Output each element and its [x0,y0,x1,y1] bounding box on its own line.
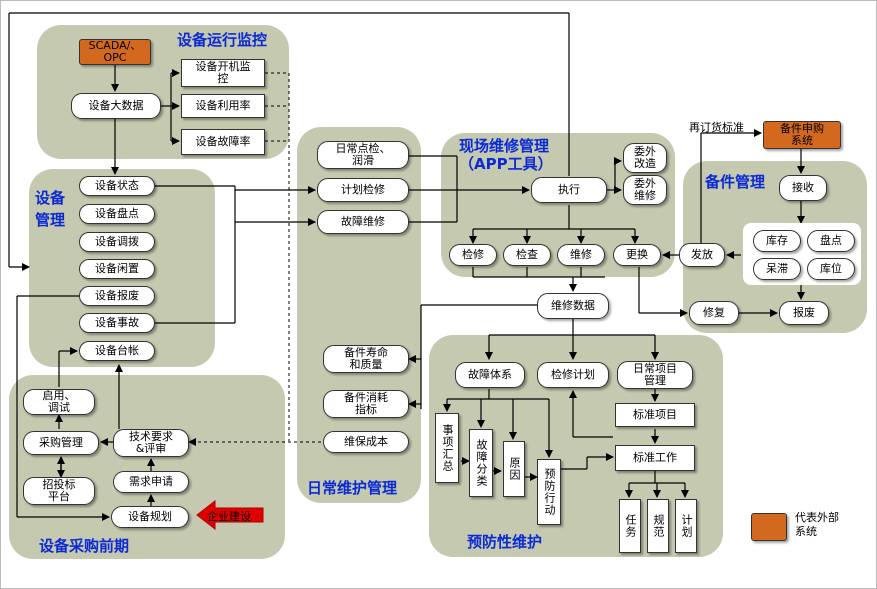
device-transfer-node: 设备调拨 [79,232,155,252]
prev-action-node: 预防行动 [537,459,561,525]
plan-maint-node: 计划检修 [317,178,409,202]
panel-title-field: 现场维修管理 （APP工具） [459,137,553,173]
panel-title-spare: 备件管理 [705,173,766,191]
planning-node: 设备规划 [111,506,189,528]
maint-plan-node: 检修计划 [537,362,609,388]
overhaul-node: 检修 [449,244,497,266]
item-summary-node: 事项汇总 [435,413,459,483]
stock-node: 库存 [753,230,801,252]
plan-node: 计划 [675,499,697,553]
spare-scrap-node: 报废 [779,301,829,325]
repair-node: 维修 [557,244,605,266]
maint-cost-node: 维保成本 [323,431,409,453]
device-inventory-node: 设备盘点 [79,204,155,224]
reorder-label: 再订货标准 [689,121,744,134]
std-item-node: 标准项目 [615,403,695,427]
fix-node: 修复 [689,301,739,325]
spare-life-node: 备件寿命 和质量 [323,345,409,373]
stagnant-node: 呆滞 [753,258,801,280]
device-accident-node: 设备事故 [79,313,155,333]
device-idle-node: 设备闲置 [79,259,155,279]
demand-node: 需求申请 [113,471,189,493]
fault-repair-node: 故障维修 [317,210,409,234]
enterprise-arrow-label: 企业建设 [207,510,251,523]
bidding-node: 招投标 平台 [23,477,95,505]
cause-node: 原因 [503,441,525,497]
util-rate-node: 设备利用率 [181,94,265,118]
fault-rate-node: 设备故障率 [181,129,265,155]
panel-title-device-mgmt: 设备 管理 [35,189,66,229]
panel-title-purchase: 设备采购前期 [39,537,130,555]
device-scrap-node: 设备报废 [79,286,155,306]
device-status-node: 设备状态 [79,176,155,196]
std-work-node: 标准工作 [615,445,695,471]
daily-item-node: 日常项目 管理 [617,361,693,389]
execute-node: 执行 [531,177,607,203]
panel-title-daily: 日常维护管理 [307,479,398,497]
daily-check-node: 日常点检、 润滑 [317,141,409,169]
on-off-monitor-node: 设备开机监 控 [181,59,265,87]
scada-node: SCADA/、 OPC [79,39,151,65]
procure-mgmt-node: 采购管理 [23,431,99,455]
legend-label: 代表外部 系统 [795,511,839,538]
count-node: 盘点 [807,230,855,252]
location-node: 库位 [807,258,855,280]
replace-node: 更换 [613,244,661,266]
panel-title-monitor: 设备运行监控 [177,31,268,49]
outsource-mod-node: 委外 改造 [623,143,667,173]
big-data-node: 设备大数据 [71,93,161,119]
fault-class-node: 故障分类 [469,429,493,497]
tech-req-node: 技术要求 &评审 [113,429,189,457]
legend-swatch [751,513,787,541]
spare-purchase-node: 备件申购 系统 [763,121,841,149]
task-node: 任务 [619,499,641,553]
receive-node: 接收 [779,175,827,201]
issue-node: 发放 [679,243,725,267]
spare-consume-node: 备件消耗 指标 [323,390,409,418]
enable-debug-node: 启用、 调试 [23,389,95,415]
outsource-fix-node: 委外 维修 [623,175,667,205]
repair-data-node: 维修数据 [537,293,609,319]
inspect-node: 检查 [503,244,551,266]
device-ledger-node: 设备台帐 [79,341,155,361]
norm-node: 规范 [647,499,669,553]
fault-system-node: 故障体系 [455,362,525,388]
panel-title-preventive: 预防性维护 [467,533,543,551]
